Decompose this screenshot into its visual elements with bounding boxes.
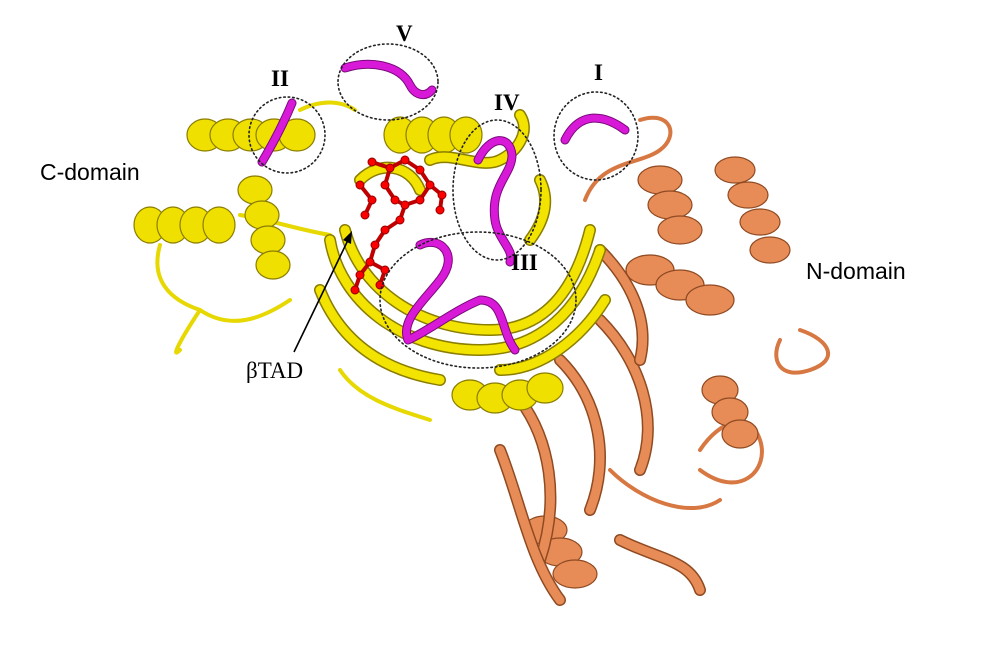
n-helix-3 — [625, 254, 735, 316]
n-helix-1 — [637, 165, 703, 245]
n-domain-structure — [494, 115, 831, 606]
loop-regions — [257, 59, 630, 355]
loop-circle-i — [553, 91, 639, 181]
loop-circle-iv — [452, 119, 542, 261]
loop-label-ii: II — [271, 66, 289, 91]
loop-circle-v — [337, 43, 439, 121]
ligand-pointer-arrow — [293, 231, 352, 353]
ligand-label: βTAD — [246, 358, 303, 383]
n-helix-2 — [714, 156, 791, 264]
c-helix-1 — [186, 118, 316, 152]
n-domain-label: N-domain — [806, 258, 906, 284]
loop-circle-iii — [379, 231, 577, 369]
n-helix-4 — [701, 375, 759, 449]
loop-label-iii: III — [511, 250, 538, 275]
c-domain-label: C-domain — [40, 159, 140, 185]
c-helix-5 — [451, 372, 564, 414]
loop-label-i: I — [594, 60, 603, 85]
c-helix-3 — [237, 175, 291, 280]
c-helix-2 — [133, 206, 236, 244]
ligand-btad — [350, 155, 447, 295]
loop-label-v: V — [396, 21, 413, 46]
loop-circle-ii — [248, 96, 326, 174]
c-helix-4 — [383, 116, 483, 154]
loop-label-iv: IV — [494, 90, 520, 115]
c-domain-structure — [133, 100, 611, 422]
